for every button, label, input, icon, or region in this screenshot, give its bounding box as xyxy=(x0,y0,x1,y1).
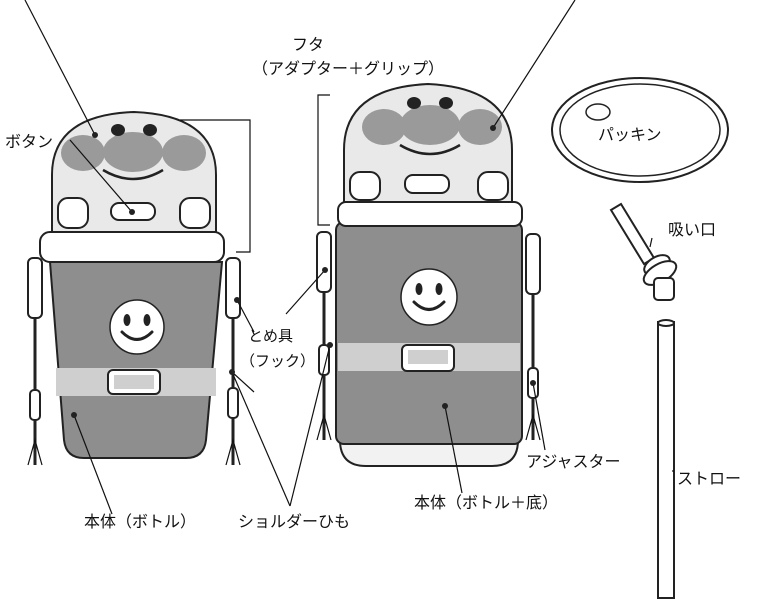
straw-part xyxy=(657,319,675,599)
left-bottle xyxy=(27,110,241,466)
label-clip-line2: （フック） xyxy=(240,352,315,370)
left-bottle-strap-right xyxy=(225,257,241,466)
label-mouthpiece: 吸い口 xyxy=(668,220,716,239)
leader-lines xyxy=(24,0,674,515)
right-bottle-strap-right xyxy=(525,233,541,441)
right-bottle-face xyxy=(362,97,502,156)
label-lid-line2: （アダプター＋グリップ） xyxy=(252,59,444,78)
right-bottle-strap-left xyxy=(316,231,332,441)
right-bottle-body xyxy=(335,221,523,445)
left-bottle-strap-left xyxy=(27,257,43,466)
right-bottle-smiley xyxy=(400,268,458,326)
right-bottle-button xyxy=(404,174,450,194)
left-bottle-smiley xyxy=(109,299,165,355)
left-bottle-body xyxy=(48,261,224,459)
label-straw: ストロー xyxy=(677,469,741,488)
label-adjuster: アジャスター xyxy=(526,452,621,471)
right-bottle xyxy=(316,82,541,467)
label-packing: パッキン xyxy=(598,125,662,144)
label-lid-line1: フタ xyxy=(292,35,324,54)
label-body-bottle-base: 本体（ボトル＋底） xyxy=(414,493,558,512)
mouthpiece-part xyxy=(609,202,678,301)
right-bottle-collar xyxy=(337,201,523,227)
label-shoulder-strap: ショルダーひも xyxy=(238,512,350,531)
left-bottle-face xyxy=(61,124,206,181)
packing-ring xyxy=(551,77,729,183)
label-button: ボタン xyxy=(5,132,53,151)
left-bottle-collar xyxy=(39,231,225,263)
label-clip-line1: とめ具 xyxy=(248,327,293,345)
label-body-bottle: 本体（ボトル） xyxy=(84,512,196,531)
